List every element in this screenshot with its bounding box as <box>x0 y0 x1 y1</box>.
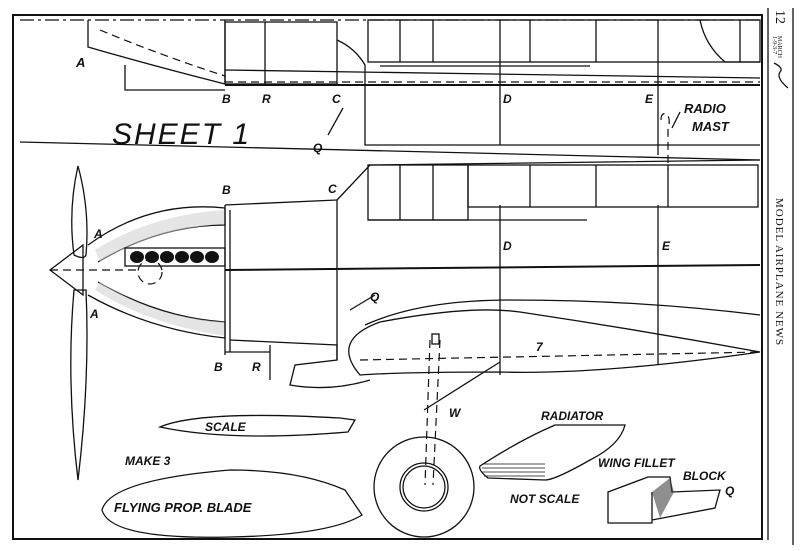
top-view <box>19 19 761 170</box>
scale-prop-blade <box>157 414 357 437</box>
label-b-top: B <box>222 92 231 106</box>
scale-blade-label: SCALE <box>205 420 247 434</box>
block-label: BLOCK <box>683 469 727 483</box>
page-number: 12 <box>772 10 787 24</box>
label-r-side: R <box>252 360 261 374</box>
wing-fillet-block <box>607 476 721 524</box>
radio-mast <box>660 113 670 170</box>
flying-prop-blade <box>101 469 363 538</box>
label-d-side: D <box>503 239 512 253</box>
gear-leg-inner <box>432 339 441 486</box>
wing-airfoil <box>348 309 761 376</box>
spinner-top <box>87 20 226 85</box>
make-count-label: MAKE 3 <box>125 454 171 468</box>
label-e-side: E <box>662 239 671 253</box>
label-q-side: Q <box>370 290 380 304</box>
issue-year: 1-9-3-7 <box>771 36 777 54</box>
wheel-tire <box>373 436 475 538</box>
drawing-border <box>12 14 763 540</box>
top-line <box>224 199 338 206</box>
sheet-title: SHEET 1 <box>112 118 251 151</box>
cowl-outline <box>124 65 225 91</box>
wheel-hub-inner <box>402 465 446 509</box>
longeron-top <box>224 69 761 79</box>
radiator-label: RADIATOR <box>541 409 604 423</box>
label-r-top: R <box>262 92 271 106</box>
issue-month: MARCH <box>776 36 782 59</box>
q-arrow-top <box>327 107 344 136</box>
cowl-dashed <box>99 29 226 77</box>
not-scale-label: NOT SCALE <box>510 492 580 506</box>
radiator-sketch <box>479 424 626 481</box>
label-a-side-upper: A <box>93 227 103 241</box>
exhaust-stacks <box>130 251 219 263</box>
canopy-front <box>367 164 469 221</box>
wing-fillet-top <box>364 299 761 326</box>
radio-mast-arrow <box>671 111 681 129</box>
cockpit-curve <box>336 39 760 146</box>
bay-b-c <box>224 21 338 85</box>
propeller-upper-blade <box>71 165 88 259</box>
label-w: W <box>449 406 462 420</box>
q-arrow-side <box>349 294 376 311</box>
canopy-plan <box>367 19 761 63</box>
propeller-lower-blade <box>70 289 88 481</box>
side-view <box>48 159 761 538</box>
fillet-q-label: Q <box>725 484 735 498</box>
wing-fillet-label: WING FILLET <box>598 456 676 470</box>
cowl-stipple-bottom <box>95 282 225 336</box>
flying-blade-label: FLYING PROP. BLADE <box>114 500 252 515</box>
cowl-hole <box>137 259 163 285</box>
label-b-side-lower: B <box>214 360 223 374</box>
gear-leg <box>424 339 431 486</box>
label-c-side: C <box>328 182 337 196</box>
stringer-lower <box>19 141 761 161</box>
label-d-top: D <box>503 92 512 106</box>
canopy-rear <box>467 164 759 208</box>
logo-mark-icon <box>773 62 789 89</box>
wing-spar-dashed <box>359 351 761 361</box>
label-a-top: A <box>75 55 85 70</box>
fillet-block-shading <box>652 478 674 518</box>
label-rib-7: 7 <box>536 340 544 354</box>
gear-brace-w <box>423 361 501 411</box>
publication-name: MODEL AIRPLANE NEWS <box>773 198 785 346</box>
label-c-top: C <box>332 92 341 106</box>
radiator-fairing <box>229 339 371 389</box>
cowl-stipple-top <box>95 210 225 262</box>
radiator-fins <box>482 463 545 477</box>
label-e-top: E <box>645 92 654 106</box>
radio-label: RADIO <box>684 101 726 116</box>
label-a-side-lower: A <box>89 307 99 321</box>
gear-pin <box>431 333 440 345</box>
datum-line <box>224 264 761 271</box>
label-b-side: B <box>222 183 231 197</box>
label-q-top: Q <box>313 141 323 155</box>
mast-label: MAST <box>692 119 730 134</box>
wheel-hub <box>399 462 449 512</box>
tail-fairing <box>699 19 760 63</box>
